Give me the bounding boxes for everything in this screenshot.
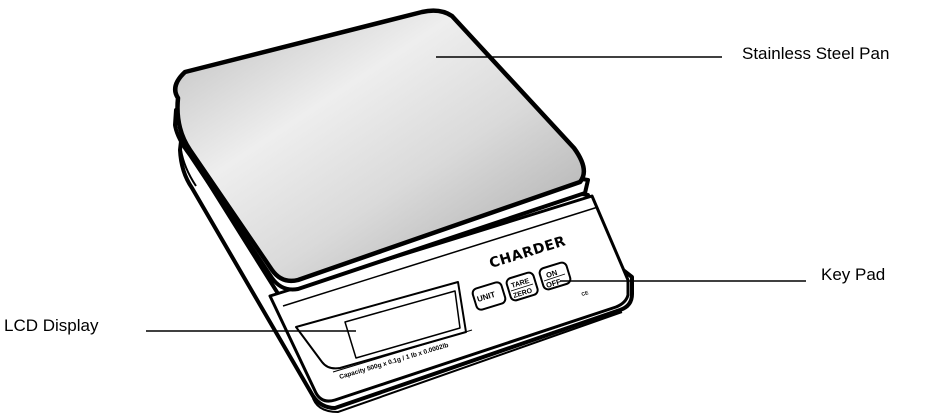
lcd-callout-label: LCD Display: [4, 316, 98, 336]
keypad-callout-label: Key Pad: [821, 265, 885, 285]
pan-callout-label: Stainless Steel Pan: [742, 44, 889, 64]
